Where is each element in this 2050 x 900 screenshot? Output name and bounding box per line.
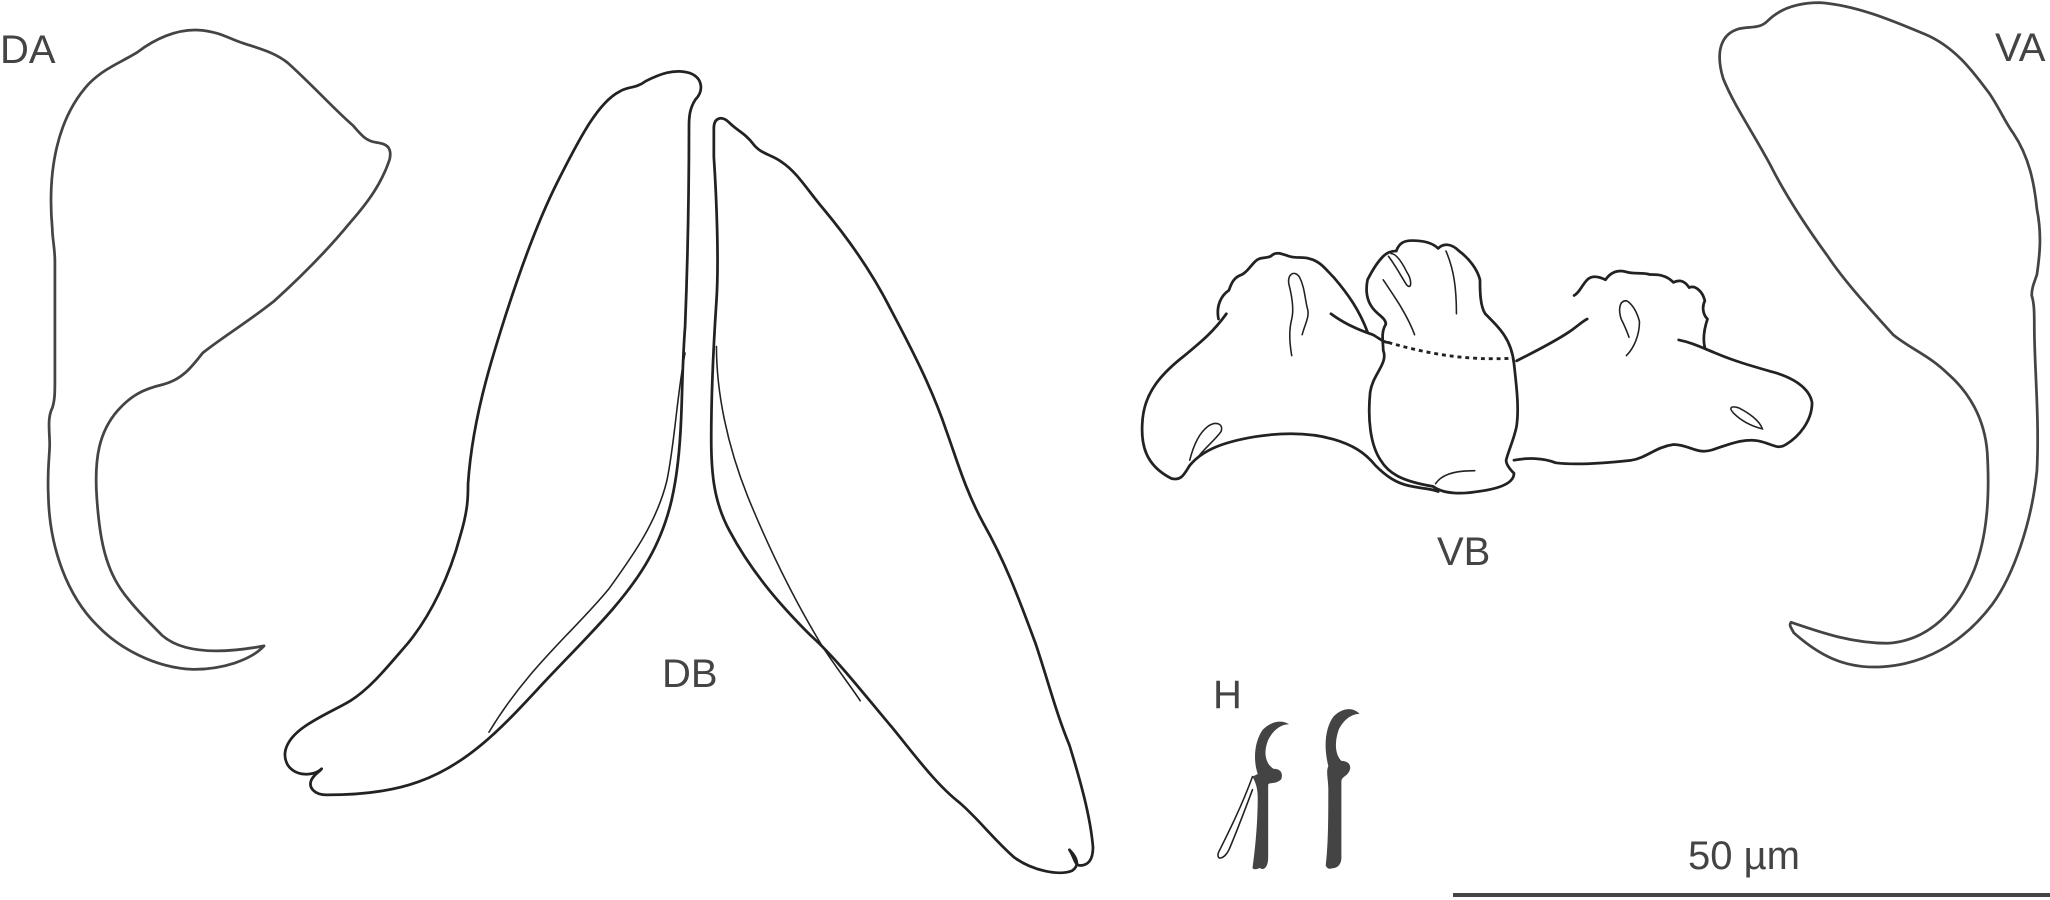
hook-1 [1252,721,1290,870]
dorsal-bar-right-drawing [709,116,1095,875]
dorsal-bar-left-drawing [283,69,703,797]
panel-label-h: H [1213,673,1242,717]
hook-2 [1325,709,1360,869]
ventral-anchor-drawing [1718,1,2042,669]
hooks-drawing [1217,709,1360,870]
dorsal-anchor-drawing [46,28,392,671]
panel-label-va: VA [1995,26,2046,70]
scale-bar [1453,893,2050,897]
panel-label-da: DA [0,28,56,72]
scale-bar-label: 50 µm [1688,834,1800,878]
ventral-bar-drawing [1140,239,1814,495]
panel-label-db: DB [662,652,718,696]
panel-label-vb: VB [1437,530,1491,574]
